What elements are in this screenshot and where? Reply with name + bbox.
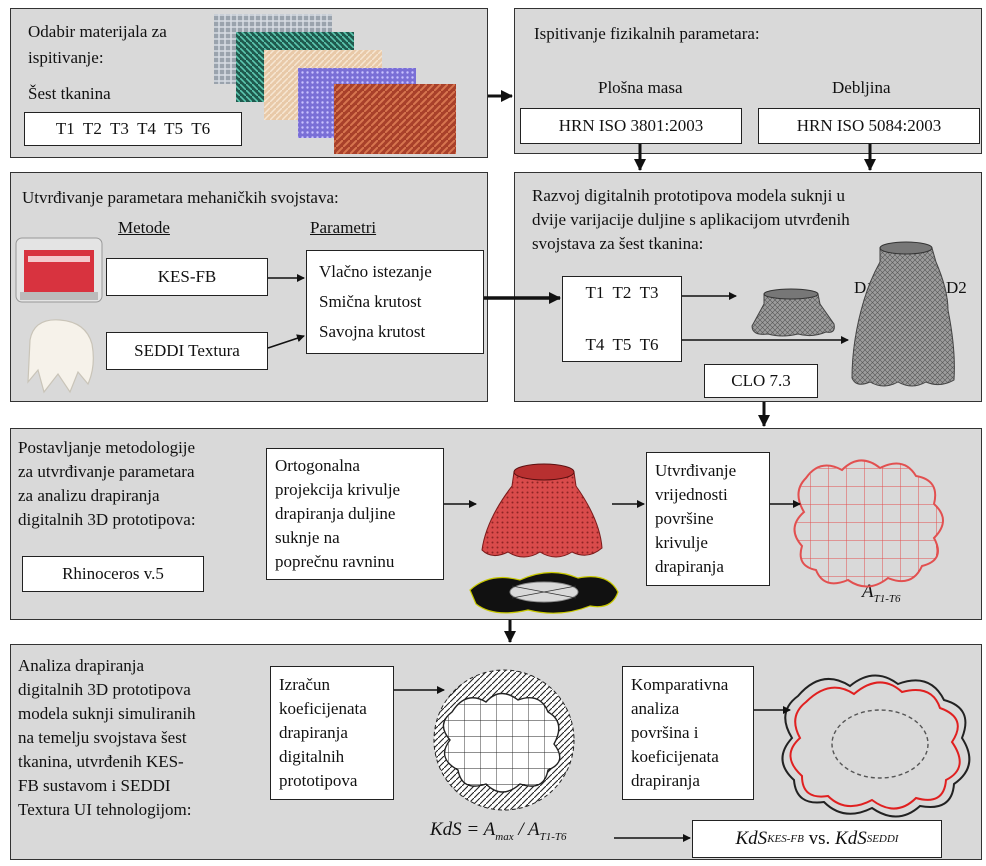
p6-line4: na temelju svojstava šest <box>18 728 187 747</box>
p6-b1-l3: drapiranja <box>279 723 348 742</box>
fabric-groups-box: T1 T2 T3 T4 T5 T6 <box>562 276 682 362</box>
p6-b1-l4: digitalnih <box>279 747 345 766</box>
p5-b1-l4: suknje na <box>275 528 340 547</box>
p2-col-thickness: Debljina <box>832 78 891 97</box>
parameters-box: Vlačno istezanje Smična krutost Savojna … <box>306 250 484 354</box>
param-tensile: Vlačno istezanje <box>319 262 432 281</box>
label-d1: D1 <box>854 278 875 297</box>
standard-mass-box: HRN ISO 3801:2003 <box>520 108 742 144</box>
p2-title: Ispitivanje fizikalnih parametara: <box>534 24 760 43</box>
p5-b1-l5: poprečnu ravninu <box>275 552 395 571</box>
method-kesfb-box: KES-FB <box>106 258 268 296</box>
coefficient-calc-box: Izračun koeficijenata drapiranja digital… <box>270 666 394 800</box>
p6-line5: tkanina, utvrđenih KES- <box>18 752 184 771</box>
fabric-group-1: T1 T2 T3 <box>585 283 659 302</box>
label-d2: D2 <box>946 278 967 297</box>
p4-title-line2: dvije varijacije duljine s aplikacijom u… <box>532 210 850 229</box>
p3-title: Utvrđivanje parametara mehaničkih svojst… <box>22 188 339 207</box>
p6-line2: digitalnih 3D prototipova <box>18 680 191 699</box>
p1-subtitle: Šest tkanina <box>28 84 111 103</box>
p5-line4: digitalnih 3D prototipova: <box>18 510 196 529</box>
p5-b1-l2: projekcija krivulje <box>275 480 401 499</box>
p6-line6: FB sustavom i SEDDI <box>18 776 171 795</box>
p4-title-line1: Razvoj digitalnih prototipova modela suk… <box>532 186 846 205</box>
p6-b1-l2: koeficijenata <box>279 699 367 718</box>
fabric-list-box: T1 T2 T3 T4 T5 T6 <box>24 112 242 146</box>
p5-b2-l2: vrijednosti <box>655 485 728 504</box>
p6-line7: Textura UI tehnologijom: <box>18 800 192 819</box>
p5-line1: Postavljanje metodologije <box>18 438 196 457</box>
p5-line2: za utvrđivanje parametara <box>18 462 195 481</box>
p6-b2-l5: drapiranja <box>631 771 700 790</box>
p5-b2-l3: površine <box>655 509 714 528</box>
parameters-heading: Parametri <box>310 218 377 237</box>
p5-b2-l5: drapiranja <box>655 557 724 576</box>
p6-b2-l1: Komparativna <box>631 675 729 694</box>
p6-b1-l1: Izračun <box>279 675 330 694</box>
param-shear: Smična krutost <box>319 292 422 311</box>
p6-line1: Analiza drapiranja <box>18 656 145 675</box>
methods-heading: Metode <box>118 218 170 237</box>
p6-b2-l3: površina i <box>631 723 699 742</box>
rhino-software-box: Rhinoceros v.5 <box>22 556 204 592</box>
p5-b1-l1: Ortogonalna <box>275 456 360 475</box>
fabric-group-2: T4 T5 T6 <box>585 335 659 354</box>
p5-b1-l3: drapiranja duljine <box>275 504 396 523</box>
p6-b2-l4: koeficijenata <box>631 747 719 766</box>
p1-title-line2: ispitivanje: <box>28 48 104 67</box>
p4-title-line3: svojstava za šest tkanina: <box>532 234 704 253</box>
p6-line3: modela suknji simuliranih <box>18 704 196 723</box>
p6-b2-l2: analiza <box>631 699 680 718</box>
area-box: Utvrđivanje vrijednosti površine krivulj… <box>646 452 770 586</box>
comparative-analysis-box: Komparativna analiza površina i koeficij… <box>622 666 754 800</box>
p5-text: Postavljanje metodologije za utvrđivanje… <box>18 436 196 532</box>
p5-b2-l4: krivulje <box>655 533 708 552</box>
p6-text: Analiza drapiranja digitalnih 3D prototi… <box>18 654 196 822</box>
clo-software-box: CLO 7.3 <box>704 364 818 398</box>
area-label: AT1-T6 <box>862 581 901 605</box>
method-seddi-box: SEDDI Textura <box>106 332 268 370</box>
param-bending: Savojna krutost <box>319 322 426 341</box>
kds-formula: KdS = Amax / AT1-T6 <box>430 819 567 843</box>
p2-col-mass: Plošna masa <box>598 78 683 97</box>
p5-b2-l1: Utvrđivanje <box>655 461 737 480</box>
projection-box: Ortogonalna projekcija krivulje drapiran… <box>266 448 444 580</box>
standard-thickness-box: HRN ISO 5084:2003 <box>758 108 980 144</box>
p1-title-line1: Odabir materijala za <box>28 22 167 41</box>
p6-b1-l5: prototipova <box>279 771 358 790</box>
p5-line3: za analizu drapiranja <box>18 486 160 505</box>
